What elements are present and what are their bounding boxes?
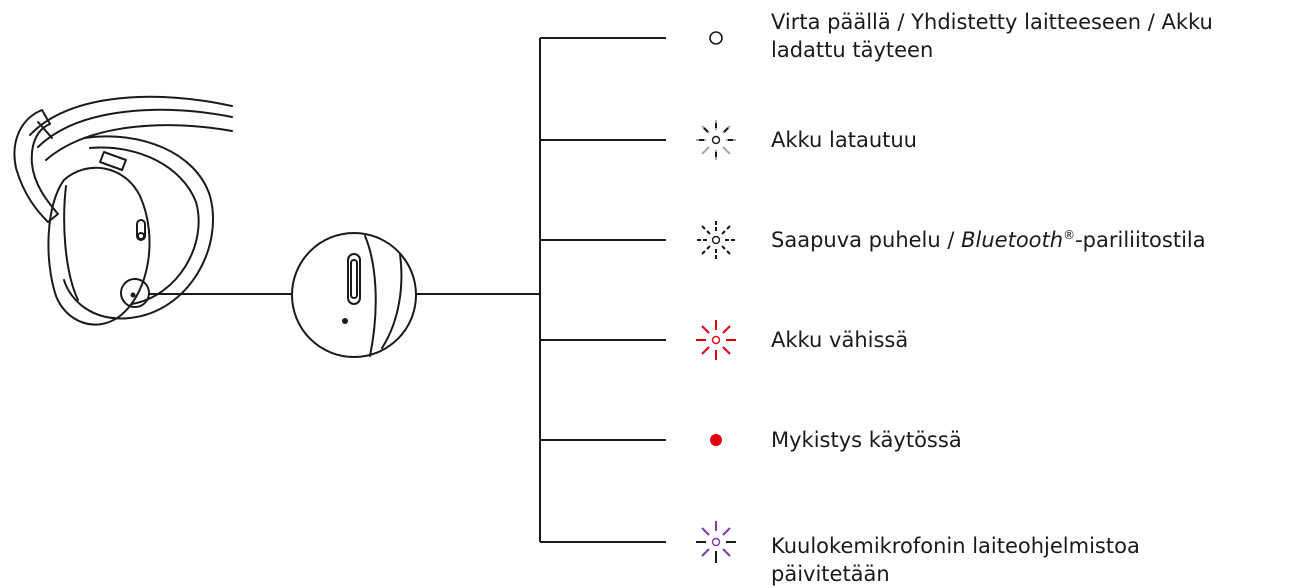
label-power-on: Virta päällä / Yhdistetty laitteeseen / … xyxy=(771,10,1213,62)
label-incoming-call-pairing: Saapuva puhelu / Bluetooth®-pariliitosti… xyxy=(771,226,1206,254)
registered-mark: ® xyxy=(1063,228,1076,242)
blinking-purple-light-icon xyxy=(696,521,736,563)
label-incoming-call-text: Saapuva puhelu / xyxy=(771,228,962,252)
zoom-detail xyxy=(291,232,417,358)
legend-bracket xyxy=(539,37,666,543)
label-low-battery: Akku vähissä xyxy=(771,328,909,352)
fast-blinking-white-light-icon xyxy=(697,221,735,259)
pulsing-gray-light-icon xyxy=(696,120,736,160)
bluetooth-word: Bluetooth xyxy=(961,228,1064,252)
headset-illustration xyxy=(13,95,233,326)
solid-white-light-icon xyxy=(709,31,723,45)
label-firmware-update: Kuulokemikrofonin laiteohjelmistoa päivi… xyxy=(771,534,1140,586)
blinking-red-light-icon xyxy=(696,320,736,360)
solid-red-light-icon xyxy=(710,434,722,446)
label-pairing-text: -pariliitostila xyxy=(1075,228,1206,252)
label-mute-on: Mykistys käytössä xyxy=(771,428,962,452)
label-charging: Akku latautuu xyxy=(771,128,917,152)
